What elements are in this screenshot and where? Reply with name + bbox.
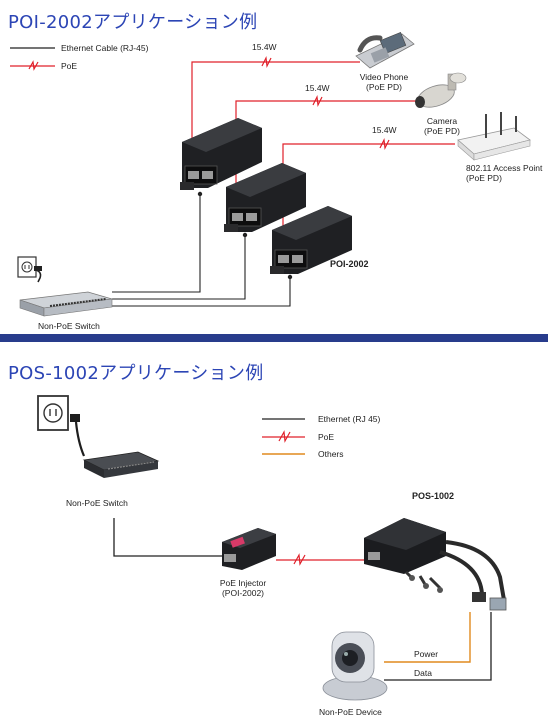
poe-injector-1: [180, 118, 262, 190]
legend-poe-label-b: PoE: [318, 432, 335, 442]
non-poe-device-label: Non-PoE Device: [319, 707, 382, 717]
poe-bolt-phone: [261, 55, 272, 69]
power-outlet-icon-b: [37, 395, 86, 457]
legend-ethernet-label-b: Ethernet (RJ 45): [318, 414, 381, 424]
watt-label-camera: 15.4W: [305, 83, 330, 93]
legend-poe-label: PoE: [61, 61, 78, 71]
power-label: Power: [414, 649, 439, 659]
top-title: POI-2002アプリケーション例: [8, 12, 258, 33]
switch-label-bottom: Non-PoE Switch: [66, 498, 128, 508]
video-phone-icon: [355, 31, 415, 69]
data-label: Data: [414, 668, 432, 678]
non-poe-switch-top-icon: [19, 291, 113, 317]
poe-injector-3: [270, 206, 352, 274]
bottom-title: POS-1002アプリケーション例: [8, 363, 264, 384]
poe-line-camera: [235, 100, 418, 213]
eth-data-line: [384, 612, 492, 681]
video-phone-label: Video Phone(PoE PD): [359, 72, 409, 92]
poe-bolt-ap: [379, 137, 390, 151]
others-power-line: [384, 612, 471, 663]
access-point-icon: [457, 112, 531, 161]
pos-1002-icon: [364, 518, 507, 611]
poe-injector-2: [224, 163, 306, 232]
eth-line-1: [112, 192, 201, 293]
non-poe-device-icon: [322, 631, 388, 701]
eth-line-switch-injector: [113, 518, 224, 557]
poe-line-phone: [191, 61, 360, 168]
camera-label: Camera(PoE PD): [424, 116, 460, 136]
pos-1002-diagram: POS-1002アプリケーション例: [0, 342, 548, 727]
pos-1002-label: POS-1002: [412, 491, 455, 501]
legend-others-label: Others: [318, 449, 344, 459]
section-divider: [0, 334, 548, 342]
poi-2002-label: POI-2002: [330, 259, 369, 269]
eth-line-3: [112, 275, 291, 307]
legend-poe-bolt-b: [278, 430, 291, 443]
poi-2002-diagram: POI-2002アプリケーション例: [0, 0, 548, 334]
top-diagram-graphics: [10, 31, 531, 317]
poe-bolt-injector-pos: [293, 553, 306, 566]
non-poe-switch-bottom-icon: [82, 451, 160, 478]
power-outlet-icon: [17, 256, 42, 283]
legend-ethernet-label: Ethernet Cable (RJ-45): [61, 43, 149, 53]
poe-injector-b-icon: [222, 528, 276, 570]
legend-poe-bolt: [28, 60, 39, 71]
access-point-label: 802.11 Access Point(PoE PD): [466, 163, 543, 183]
switch-label-top: Non-PoE Switch: [38, 321, 100, 331]
camera-icon: [415, 72, 467, 108]
watt-label-ap: 15.4W: [372, 125, 397, 135]
injector-label: PoE Injector(POI-2002): [219, 578, 267, 598]
bottom-diagram-graphics: [37, 395, 507, 701]
poe-bolt-camera: [312, 94, 323, 108]
watt-label-phone: 15.4W: [252, 42, 277, 52]
eth-line-2: [112, 233, 246, 300]
